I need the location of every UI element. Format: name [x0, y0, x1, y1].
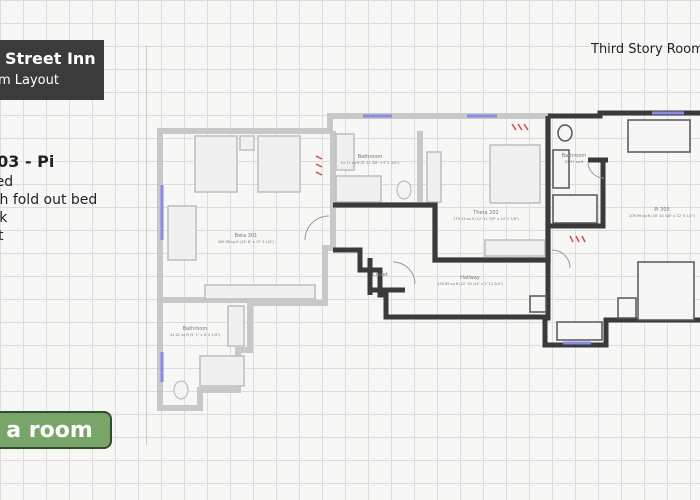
vent-1 — [511, 123, 529, 131]
room-label-area: 209.96 sq ft (16' 10 5/8" x 12' 5 1/2") — [629, 214, 695, 218]
closet-door — [392, 261, 416, 285]
room-label-area: 135.69 sq ft (22' 10 1/4" x 5' 11 3/4") — [437, 282, 503, 286]
beta-sink — [227, 305, 245, 347]
theta-counter — [335, 133, 355, 171]
room-detail-sqft: Ft — [0, 228, 4, 244]
faded-furniture — [167, 133, 546, 387]
vent-2 — [315, 155, 323, 176]
pi-tub — [552, 194, 598, 224]
book-room-button[interactable]: k a room — [0, 411, 112, 449]
room-detail-bed: Bed — [0, 174, 14, 190]
closet-walls — [367, 258, 405, 295]
title-box: n Street Inn om Layout — [0, 40, 104, 100]
beta-dresser — [204, 284, 316, 300]
pi-wardrobe — [617, 297, 637, 319]
theta-tub — [335, 175, 382, 203]
beta-bed-1 — [194, 135, 238, 193]
beta-tub — [199, 355, 245, 387]
book-room-label: k a room — [0, 418, 93, 443]
room-label-name: Bathroom — [183, 326, 208, 332]
pi-desk — [556, 321, 603, 341]
room-label-area: 265.98 sq ft (13' 8" x 17' 5 1/2") — [218, 240, 275, 244]
vent-3 — [569, 235, 586, 243]
theta-toilet — [396, 180, 412, 200]
hallway-door — [551, 249, 571, 269]
room-detail-fold-out-bed: th fold out bed — [0, 192, 98, 208]
beta-bed-2 — [257, 135, 301, 193]
paper-margin-line — [146, 45, 147, 445]
layout-subtitle: om Layout — [0, 73, 59, 88]
beta-door — [304, 215, 330, 241]
room-label-name: Theta 202 — [472, 210, 498, 216]
room-label-name: Bathroom — [358, 154, 383, 160]
pi-bath-door — [587, 161, 605, 179]
theta-desk — [426, 151, 442, 203]
room-label-name: Beta 301 — [235, 233, 258, 239]
pi-bathroom-walls — [548, 157, 608, 229]
doors — [304, 161, 605, 285]
beta-toilet — [173, 380, 189, 400]
hallway-walls — [333, 202, 548, 320]
pi-bed — [637, 261, 695, 321]
room-label-area: 53.77 sq ft (5' 11 3/8" x 9' 1 3/4") — [341, 161, 401, 165]
vents — [315, 123, 586, 243]
room-label-name: Pi 303 — [654, 207, 669, 213]
room-detail-desk: sk — [0, 210, 8, 226]
windows — [160, 111, 684, 382]
pi-furniture — [529, 119, 695, 341]
theta-bed — [489, 144, 541, 204]
room-name: 303 - Pi — [0, 152, 55, 171]
pi-toilet — [557, 124, 573, 142]
room-label-name: Bathroom — [562, 153, 587, 159]
room-label-name: Closet — [372, 272, 388, 278]
hallway-cabinet — [529, 295, 547, 313]
toilets — [173, 180, 412, 400]
room-label-name: Hallway — [460, 275, 480, 281]
story-label: Third Story Room — [591, 42, 700, 57]
inn-name: n Street Inn — [0, 49, 96, 68]
room-info: 303 - Pi Bed th fold out bed sk Ft — [0, 152, 145, 246]
pi-sofa — [627, 119, 691, 153]
room-label-area: 54.97 sq ft — [565, 160, 584, 164]
room-label-area: 41.02 sq ft (5' 1" x 8' 0 1/4") — [170, 333, 221, 337]
room-labels: Bathroom 53.77 sq ft (5' 11 3/8" x 9' 1 … — [170, 153, 695, 337]
beta-sofa — [167, 205, 197, 261]
highlighted-walls — [333, 110, 700, 348]
room-label-area: 179.33 sq ft (12' 11 7/8" x 14' 1 7/8") — [453, 217, 519, 221]
pi-sink — [552, 149, 570, 189]
theta-kitchenette — [484, 239, 546, 257]
beta-nightstand — [239, 135, 255, 151]
